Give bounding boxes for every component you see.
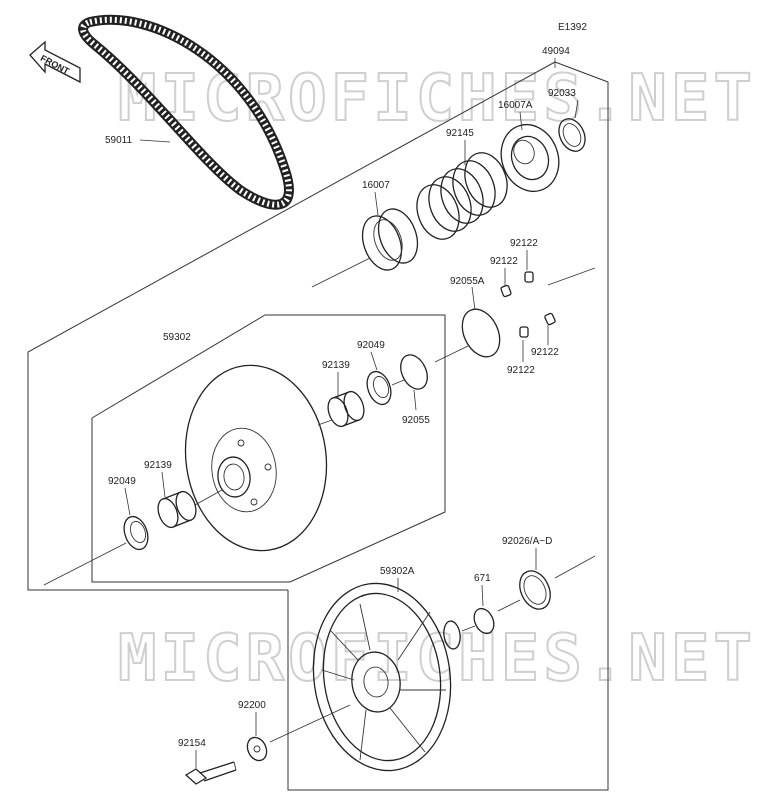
front-arrow-icon: FRONT: [29, 40, 81, 84]
label-16007: 16007: [362, 180, 390, 191]
cam-bushing: [361, 208, 419, 271]
bolt: [184, 761, 237, 785]
shim-washer: [519, 570, 551, 610]
part-labels: 49094 92033 16007A 92145 59011 16007 921…: [105, 46, 576, 749]
o-ring-671: [473, 607, 495, 635]
label-92200: 92200: [238, 700, 266, 711]
label-92154: 92154: [178, 738, 206, 749]
label-59302: 59302: [163, 332, 191, 343]
seal-lower: [123, 515, 149, 551]
bearing-upper: [327, 390, 365, 428]
watermark-top: MICROFICHES.NET: [118, 62, 756, 136]
spring: [416, 152, 508, 240]
label-59011: 59011: [105, 135, 133, 146]
label-92049-upper: 92049: [357, 340, 385, 351]
assembly-frame-outer: [27, 61, 609, 791]
label-92055a: 92055A: [450, 276, 485, 287]
bearing-lower: [157, 490, 197, 529]
washer-92200: [246, 736, 268, 762]
roller-pins: [500, 271, 556, 338]
label-92122-a: 92122: [510, 238, 538, 249]
assembly-frame-inner: [91, 314, 446, 583]
o-ring-92055a: [461, 308, 501, 358]
label-16007a: 16007A: [498, 100, 533, 111]
ring-92033: [558, 118, 586, 152]
label-92122-b: 92122: [490, 256, 518, 267]
watermark-bottom: MICROFICHES.NET: [118, 622, 756, 696]
seal-upper: [366, 370, 392, 406]
label-671: 671: [474, 573, 491, 584]
label-59302a: 59302A: [380, 566, 415, 577]
diagram-code: E1392: [558, 22, 587, 33]
label-92026: 92026/A~D: [502, 536, 552, 547]
movable-sheave: [312, 582, 461, 772]
label-92139-lower: 92139: [144, 460, 172, 471]
cam-assembly-part: [500, 123, 560, 193]
o-ring-92055: [400, 354, 428, 390]
fixed-sheave: [184, 364, 328, 552]
drive-belt: [78, 14, 294, 210]
label-49094: 49094: [542, 46, 570, 57]
label-92055: 92055: [402, 415, 430, 426]
label-92145: 92145: [446, 128, 474, 139]
label-92139-upper: 92139: [322, 360, 350, 371]
label-92122-d: 92122: [507, 365, 535, 376]
label-92033: 92033: [548, 88, 576, 99]
label-92122-c: 92122: [531, 347, 559, 358]
leader-lines: [43, 58, 596, 768]
label-92049-lower: 92049: [108, 476, 136, 487]
